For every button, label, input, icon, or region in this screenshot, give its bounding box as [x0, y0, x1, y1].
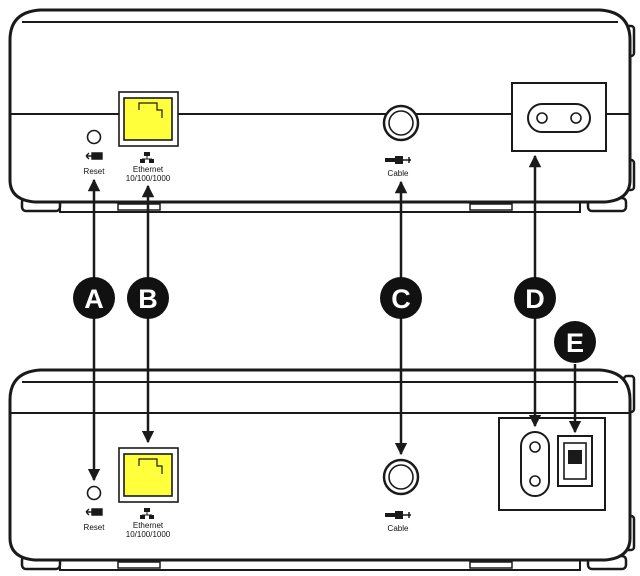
- top-reset-icon: [85, 152, 103, 160]
- top-ethernet-icon: [140, 152, 154, 163]
- top-trim-slot-right: [469, 203, 513, 211]
- bottom-reset-icon: [85, 508, 103, 516]
- bottom-modem-unit: Reset Ethernet 10/100/1000 Cable: [8, 368, 636, 571]
- top-ethernet-port-notch: [138, 102, 163, 118]
- bottom-cable-label: Cable: [388, 524, 409, 533]
- bottom-power-socket[interactable]: [520, 431, 550, 497]
- top-cable-label: Cable: [388, 169, 409, 178]
- top-power-pin-left: [536, 112, 548, 124]
- callout-d-letter: D: [525, 284, 545, 314]
- top-power-pin-right: [570, 112, 582, 124]
- bottom-ethernet-speed-label: 10/100/1000: [126, 530, 171, 539]
- bottom-coax-port[interactable]: [388, 464, 414, 490]
- callout-arrows: [87, 154, 582, 482]
- bottom-ethernet-port[interactable]: [123, 453, 173, 497]
- bottom-power-pin-bottom: [529, 475, 541, 487]
- callout-e-letter: E: [566, 328, 584, 358]
- top-ethernet-label: Ethernet: [133, 165, 164, 174]
- callout-e: E: [554, 321, 596, 363]
- top-case-body: [8, 8, 632, 204]
- bottom-reset-button[interactable]: [86, 485, 102, 501]
- callout-c: C: [380, 277, 422, 319]
- top-cable-icon: [385, 156, 411, 164]
- bottom-trim-slot-left: [117, 561, 161, 569]
- bottom-cable-icon: [385, 511, 411, 519]
- bottom-ethernet-label: Ethernet: [133, 521, 164, 530]
- top-power-socket[interactable]: [527, 103, 591, 133]
- callout-b: B: [127, 277, 169, 319]
- bottom-power-pin-top: [529, 441, 541, 453]
- top-modem-unit: Reset Ethernet 10/100/1000 Cable: [8, 8, 636, 213]
- top-ethernet-speed-label: 10/100/1000: [126, 174, 171, 183]
- top-reset-label: Reset: [84, 167, 106, 176]
- callout-d: D: [514, 277, 556, 319]
- callout-b-letter: B: [138, 284, 158, 314]
- bottom-power-switch-rocker: [568, 450, 582, 464]
- callout-c-letter: C: [391, 284, 411, 314]
- top-coax-port[interactable]: [388, 110, 414, 136]
- top-reset-button[interactable]: [86, 129, 102, 145]
- bottom-ethernet-port-notch: [138, 458, 163, 474]
- callout-a-letter: A: [84, 284, 104, 314]
- callout-a: A: [73, 277, 115, 319]
- top-trim-slot-left: [117, 203, 161, 211]
- bottom-ethernet-icon: [140, 508, 154, 519]
- bottom-reset-label: Reset: [84, 523, 106, 532]
- bottom-case-body: [8, 368, 632, 562]
- top-bottom-trim: [59, 202, 581, 213]
- bottom-trim-slot-right: [469, 561, 513, 569]
- top-ethernet-port[interactable]: [123, 97, 173, 141]
- bottom-bottom-trim: [59, 560, 581, 571]
